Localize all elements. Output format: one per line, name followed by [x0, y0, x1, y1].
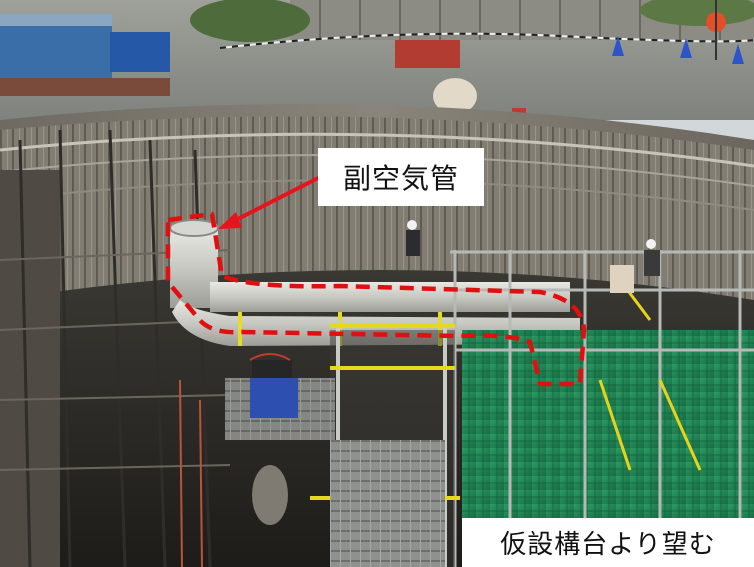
viewpoint-caption-text: 仮設構台より望む — [500, 530, 716, 560]
pipe-annotation-text: 副空気管 — [342, 162, 459, 195]
viewpoint-caption: 仮設構台より望む — [462, 518, 754, 567]
pipe-annotation-label: 副空気管 — [318, 148, 484, 206]
